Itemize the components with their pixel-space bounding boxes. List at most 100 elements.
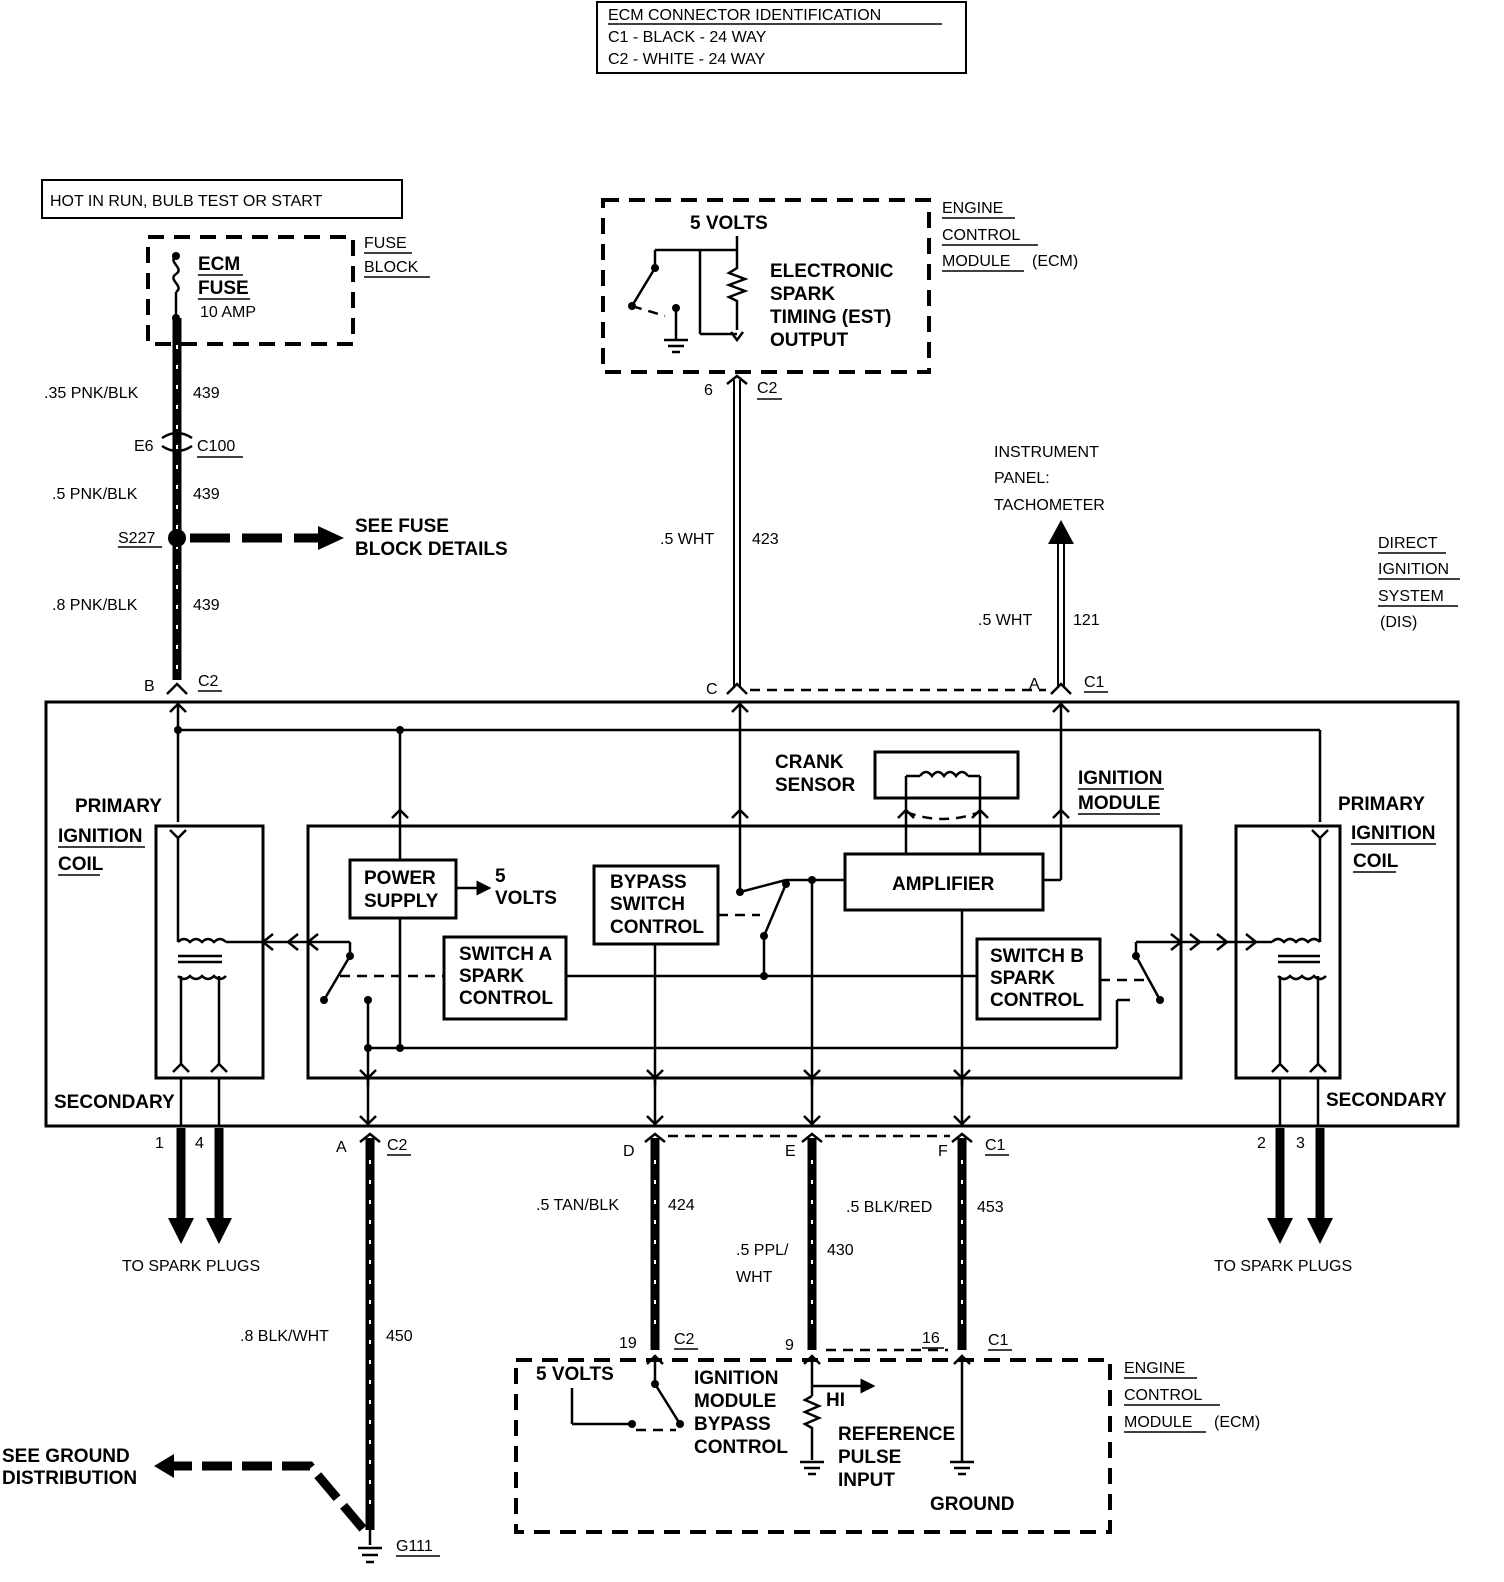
left-coil-secondary-label: SECONDARY bbox=[54, 1092, 175, 1113]
tach-label-2: PANEL: bbox=[994, 470, 1050, 487]
ground-wire-450: A C2 .8 BLK/WHT 450 SEE GROUND DISTRIBUT… bbox=[2, 1132, 440, 1564]
connector-id-title: ECM CONNECTOR IDENTIFICATION bbox=[608, 7, 881, 24]
fuse-block-label-2: BLOCK bbox=[364, 259, 419, 276]
ref-wire-pin: E bbox=[785, 1143, 796, 1160]
tach-wire-circuit: 121 bbox=[1073, 612, 1100, 629]
splice-s227-dot bbox=[168, 529, 186, 547]
ecm-bottom-bypass-3: BYPASS bbox=[694, 1414, 771, 1435]
dis-main-box: CRANK SENSOR IGNITION MODULE POWER SUPPL… bbox=[44, 700, 1460, 1128]
fuse-icon bbox=[172, 254, 180, 294]
tach-label-1: INSTRUMENT bbox=[994, 444, 1099, 461]
bypass-wire-ecm-conn: C2 bbox=[674, 1331, 695, 1348]
ecm-bottom-bypass-4: CONTROL bbox=[694, 1437, 788, 1458]
ref-wire-label-2: WHT bbox=[736, 1269, 773, 1286]
dis-label-3: SYSTEM bbox=[1378, 588, 1444, 605]
bypass-control-switch-icon bbox=[653, 1383, 682, 1425]
bypass-switch-label-2: SWITCH bbox=[610, 894, 685, 915]
right-coil-secondary-label: SECONDARY bbox=[1326, 1090, 1447, 1111]
left-plug-label: TO SPARK PLUGS bbox=[122, 1258, 260, 1275]
ecm-top-module-1: ENGINE bbox=[942, 200, 1003, 217]
ref-wire-label-1: .5 PPL/ bbox=[736, 1242, 789, 1259]
tach-label-3: TACHOMETER bbox=[994, 497, 1105, 514]
fuse-block-label-1: FUSE bbox=[364, 235, 407, 252]
left-plug-arrow-2-icon bbox=[206, 1218, 232, 1244]
power-supply-five: 5 bbox=[495, 866, 506, 887]
power-supply-label-1: POWER bbox=[364, 868, 436, 889]
ecm-bottom-module-3: MODULE bbox=[1124, 1414, 1192, 1431]
dis-label-1: DIRECT bbox=[1378, 535, 1438, 552]
see-fuse-label-2: BLOCK DETAILS bbox=[355, 539, 508, 560]
left-coil-primary-winding-icon bbox=[177, 937, 227, 944]
ecm-bottom-module-1: ENGINE bbox=[1124, 1360, 1185, 1377]
gnd-wire-pin: F bbox=[938, 1143, 948, 1160]
see-ground-arrow-icon bbox=[154, 1454, 174, 1478]
est-wire-pin: C bbox=[706, 681, 718, 698]
gnd-wire-circuit: 453 bbox=[977, 1199, 1004, 1216]
est-label-4: OUTPUT bbox=[770, 330, 849, 351]
tach-wire-121: INSTRUMENT PANEL: TACHOMETER .5 WHT 121 … bbox=[978, 444, 1108, 695]
see-ground-label-2: DISTRIBUTION bbox=[2, 1468, 137, 1489]
ref-wire-circuit: 430 bbox=[827, 1242, 854, 1259]
bypass-wire-circuit: 424 bbox=[668, 1197, 695, 1214]
ecm-bottom-block: 5 VOLTS IGNITION MODULE BYPASS CONTROL H… bbox=[514, 1354, 1260, 1534]
ecm-bottom-ref-3: INPUT bbox=[838, 1470, 895, 1491]
ecm-bottom-bypass-2: MODULE bbox=[694, 1391, 776, 1412]
right-spark-plug-wires: 2 3 TO SPARK PLUGS bbox=[1214, 1128, 1352, 1275]
ecm-top-pin: 6 bbox=[704, 382, 713, 399]
connector-id-c2: C2 - WHITE - 24 WAY bbox=[608, 51, 766, 68]
left-plug-pin-1: 1 bbox=[155, 1135, 164, 1152]
ecm-fuse-label: ECM bbox=[198, 254, 240, 275]
est-wire-label: .5 WHT bbox=[660, 531, 714, 548]
ecm-bottom-ref-2: PULSE bbox=[838, 1447, 901, 1468]
ecm-bottom-volts: 5 VOLTS bbox=[536, 1364, 614, 1385]
ecm-bottom-module-4: (ECM) bbox=[1214, 1414, 1260, 1431]
dis-label-2: IGNITION bbox=[1378, 561, 1449, 578]
ecm-top-module-2: CONTROL bbox=[942, 227, 1020, 244]
feed-wire-circuit-1: 439 bbox=[193, 385, 220, 402]
hot-in-run-box: HOT IN RUN, BULB TEST OR START bbox=[41, 179, 403, 219]
tach-wire-pin: A bbox=[1029, 676, 1040, 693]
switch-a-icon bbox=[322, 955, 352, 1001]
right-coil-primary-winding-icon bbox=[1271, 937, 1321, 944]
est-label-1: ELECTRONIC bbox=[770, 261, 894, 282]
bypass-switch-label-1: BYPASS bbox=[610, 872, 687, 893]
crank-sensor-coil-icon bbox=[919, 770, 969, 779]
tach-wire-label: .5 WHT bbox=[978, 612, 1032, 629]
bypass-wire-424: D .5 TAN/BLK 424 19 C2 bbox=[536, 1132, 698, 1352]
right-plug-arrow-1-icon bbox=[1267, 1218, 1293, 1244]
switch-a-label-2: SPARK bbox=[459, 966, 524, 987]
ground-wire-pin: A bbox=[336, 1139, 347, 1156]
ecm-bottom-module-2: CONTROL bbox=[1124, 1387, 1202, 1404]
fuse-amp-rating: 10 AMP bbox=[200, 304, 256, 321]
switch-b-label-3: CONTROL bbox=[990, 990, 1084, 1011]
dis-label: DIRECT IGNITION SYSTEM (DIS) bbox=[1378, 535, 1460, 631]
ground-wire-label: .8 BLK/WHT bbox=[240, 1328, 329, 1345]
right-coil-coil-label: COIL bbox=[1353, 851, 1399, 872]
switch-a-label-1: SWITCH A bbox=[459, 944, 553, 965]
left-coil-primary-label: PRIMARY bbox=[75, 796, 162, 817]
feed-wire-label-3: .8 PNK/BLK bbox=[52, 597, 138, 614]
bypass-wire-ecm-pin: 19 bbox=[619, 1335, 637, 1352]
connector-identification-box: ECM CONNECTOR IDENTIFICATION C1 - BLACK … bbox=[596, 1, 967, 74]
est-resistor-icon bbox=[725, 250, 749, 330]
reference-resistor-icon bbox=[801, 1394, 823, 1460]
ground-wire-circuit: 450 bbox=[386, 1328, 413, 1345]
connector-id-c1: C1 - BLACK - 24 WAY bbox=[608, 29, 767, 46]
bypass-wire-label: .5 TAN/BLK bbox=[536, 1197, 619, 1214]
see-fuse-label-1: SEE FUSE bbox=[355, 516, 449, 537]
connector-c100-pin: E6 bbox=[134, 438, 154, 455]
switch-a-label-3: CONTROL bbox=[459, 988, 553, 1009]
left-coil-ignition-label: IGNITION bbox=[58, 826, 142, 847]
fuse-block: FUSE BLOCK ECM FUSE 10 AMP bbox=[146, 235, 430, 346]
fuse-label: FUSE bbox=[198, 278, 249, 299]
bypass-switch-icon bbox=[739, 878, 787, 894]
gnd-wire-453: F C1 .5 BLK/RED 453 16 C1 bbox=[846, 1132, 1012, 1351]
feed-wire-label-1: .35 PNK/BLK bbox=[44, 385, 139, 402]
power-supply-label-2: SUPPLY bbox=[364, 891, 439, 912]
est-switch-icon bbox=[630, 267, 657, 307]
right-plug-pin-1: 2 bbox=[1257, 1135, 1266, 1152]
feed-wire-439: .35 PNK/BLK 439 E6 C100 .5 PNK/BLK 439 S… bbox=[44, 318, 508, 695]
left-spark-plug-wires: 1 4 TO SPARK PLUGS bbox=[122, 1128, 260, 1275]
connector-c100-symbol bbox=[161, 431, 193, 440]
